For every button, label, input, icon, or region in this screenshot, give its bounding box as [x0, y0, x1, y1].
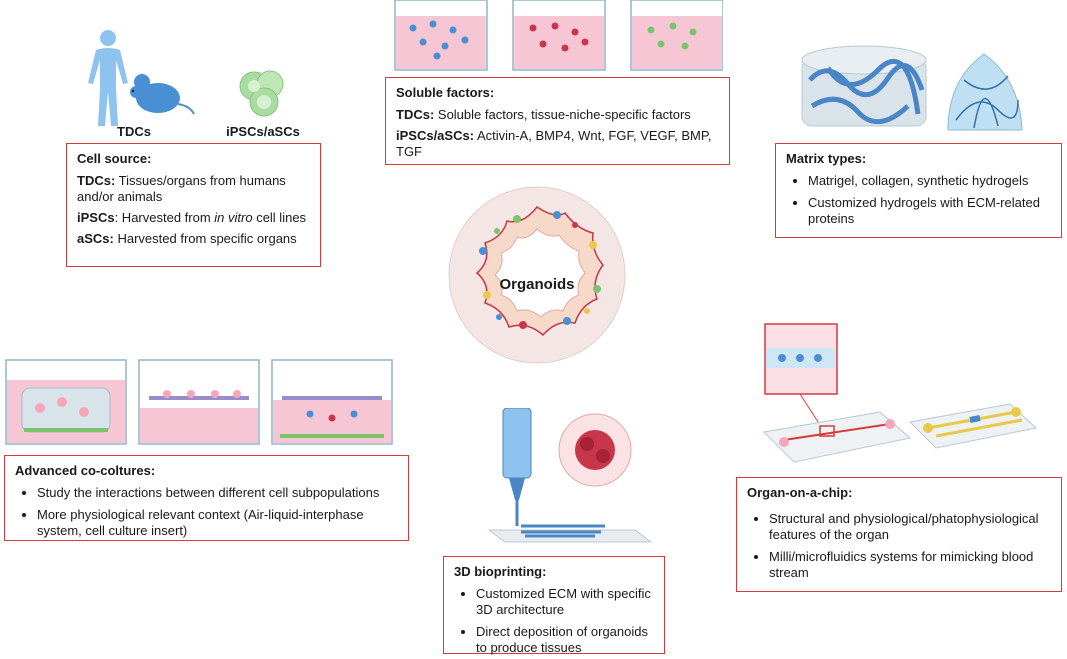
organoids-label: Organoids [499, 276, 575, 293]
hydrogel-matrix-icon [801, 45, 1023, 131]
tdcs-icon-label: TDCs [117, 124, 151, 139]
stem-cells-icon [239, 70, 284, 117]
soluble-factors-tdcs: TDCs: Soluble factors, tissue-niche-spec… [396, 107, 691, 122]
soluble-factors-ipscs: iPSCs/aSCs: Activin-A, BMP4, Wnt, FGF, V… [396, 128, 712, 159]
matrix-types-box: Matrix types: Matrigel, collagen, synthe… [775, 143, 1062, 238]
co-cultures-item: More physiological relevant context (Air… [37, 507, 398, 539]
organ-on-chip-item: Milli/microfluidics systems for mimickin… [769, 549, 1051, 581]
cell-source-title: Cell source: [77, 151, 152, 166]
co-cultures-title: Advanced co-coltures: [15, 463, 156, 478]
matrix-types-title: Matrix types: [786, 151, 867, 166]
ipscs-icon-label: iPSCs/aSCs [226, 124, 300, 139]
organoid-illustration [448, 186, 626, 364]
bioprinting-item: Direct deposition of organoids to produc… [476, 624, 654, 656]
human-figure-icon [88, 30, 128, 126]
culture-wells-icon [394, 0, 723, 71]
matrix-types-item: Matrigel, collagen, synthetic hydrogels [808, 173, 1051, 189]
cell-source-ascs: aSCs: Harvested from specific organs [77, 231, 297, 246]
soluble-factors-title: Soluble factors: [396, 85, 495, 100]
mouse-icon [130, 74, 195, 115]
bioprinter-icon [487, 408, 653, 543]
cell-source-box: Cell source: TDCs: Tissues/organs from h… [66, 143, 321, 267]
co-culture-wells-icon [5, 359, 393, 445]
bioprinting-item: Customized ECM with specific 3D architec… [476, 586, 654, 618]
organ-on-chip-title: Organ-on-a-chip: [747, 485, 853, 500]
co-cultures-item: Study the interactions between different… [37, 485, 398, 501]
matrix-types-item: Customized hydrogels with ECM-related pr… [808, 195, 1051, 227]
bioprinting-box: 3D bioprinting: Customized ECM with spec… [443, 556, 665, 656]
cell-source-ipscs: iPSCs: Harvested from in vitro cell line… [77, 210, 307, 225]
organ-on-chip-box: Organ-on-a-chip: Structural and physiolo… [736, 477, 1062, 592]
organ-on-chip-item: Structural and physiological/phatophysio… [769, 511, 1051, 543]
organ-on-chip-icon [762, 323, 1038, 463]
bioprinting-title: 3D bioprinting: [454, 564, 547, 579]
co-cultures-box: Advanced co-coltures: Study the interact… [4, 455, 409, 541]
soluble-factors-box: Soluble factors: TDCs: Soluble factors, … [385, 77, 730, 165]
cell-source-tdcs: TDCs: Tissues/organs from humans and/or … [77, 173, 286, 204]
